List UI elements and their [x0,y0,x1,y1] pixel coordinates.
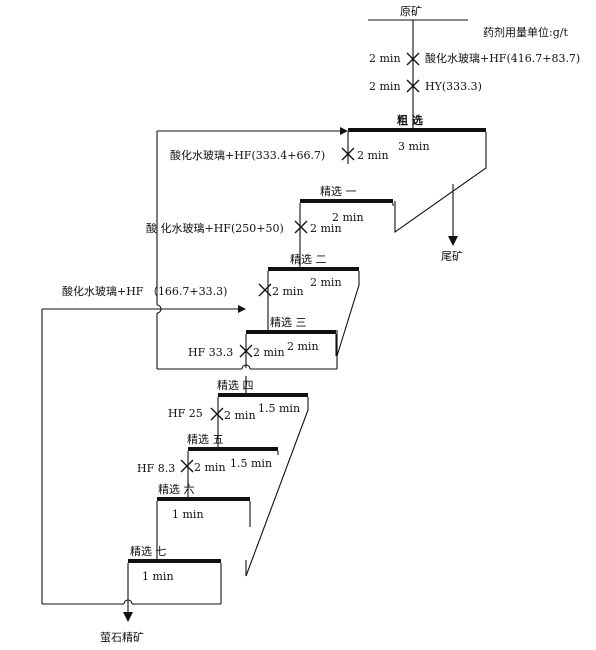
extra-reagent: 酸化水玻璃+HF （166.7+33.3) [62,284,227,298]
cleaner6-label: 精选 六 [158,483,195,496]
cleaner4-cell-top [218,393,308,397]
cleaner1-cell [299,203,394,226]
tailing-arrow-icon [448,236,458,246]
cleaner5-cond-time: 2 min [224,409,256,422]
conditioning-mark-icon [180,459,194,473]
cleaner1-time: 2 min [332,211,364,224]
conditioning-mark-icon [406,79,420,93]
unit-note: 药剂用量单位:g/t [483,25,568,39]
cleaner3-time: 2 min [287,340,319,353]
cleaner5-cell-top [188,447,278,451]
feed-reagent-2: HY(333.3) [425,80,482,93]
rougher-cell [347,132,487,234]
cleaner1-reagent: 酸化水玻璃+HF(333.4+66.7) [170,148,325,162]
cleaner4-label: 精选 四 [217,379,254,392]
conditioning-mark-icon [406,52,420,66]
cleaner6-cell [156,501,251,527]
rougher-time: 3 min [398,140,430,153]
rougher-label: 粗 选 [397,113,423,127]
feed-reagent-1: 酸化水玻璃+HF(416.7+83.7) [425,51,580,65]
cleaner7-cell [127,563,222,604]
cleaner5-cell [187,451,279,472]
conditioning-mark-icon [341,147,355,161]
conditioning-mark-icon [210,407,224,421]
cleaner3-cell [245,334,337,360]
cleaner7-label: 精选 七 [130,545,167,558]
ore-label: 原矿 [400,5,422,18]
cleaner3-cell-top [246,330,336,334]
cleaner4-reagent: HF 33.3 [188,346,233,359]
cleaner5-label: 精选 五 [187,433,224,446]
flow-lines [41,127,348,622]
cleaner5-time: 1.5 min [230,457,272,470]
cleaner7-time: 1 min [142,570,174,583]
cleaner2-cond-time: 2 min [310,222,342,235]
cleaner2-time: 2 min [310,276,342,289]
tailings-label: 尾矿 [441,250,463,263]
cleaner2-cell-top [268,267,359,271]
cleaner2-label: 精选 二 [290,253,327,266]
cleaner6-cond-time: 2 min [194,461,226,474]
cleaner6-reagent: HF 8.3 [137,462,175,475]
conditioning-mark-icon [294,220,308,234]
cleaner3-cond-time: 2 min [272,285,304,298]
cleaner6-cell-top [157,497,250,501]
cleaner6-time: 1 min [172,508,204,521]
cleaner5-reagent: HF 25 [168,407,203,420]
cleaner2-reagent: 酸 化水玻璃+HF(250+50) [146,221,284,235]
conditioning-mark-icon [239,344,253,358]
conditioning-mark-icon [258,283,272,297]
cleaner4-cell [217,397,309,577]
cleaner4-time: 1.5 min [258,402,300,415]
cleaner1-cond-time: 2 min [357,149,389,162]
cleaner1-label: 精选 一 [320,185,357,198]
concentrate-label: 萤石精矿 [100,631,144,644]
cleaner3-label: 精选 三 [270,316,307,329]
cleaner7-cell-top [128,559,221,563]
feed-time-2: 2 min [369,80,401,93]
rougher-cell-top [348,128,486,132]
cleaner1-cell-top [300,199,393,203]
feed-time-1: 2 min [369,52,401,65]
cleaner4-cond-time: 2 min [253,346,285,359]
